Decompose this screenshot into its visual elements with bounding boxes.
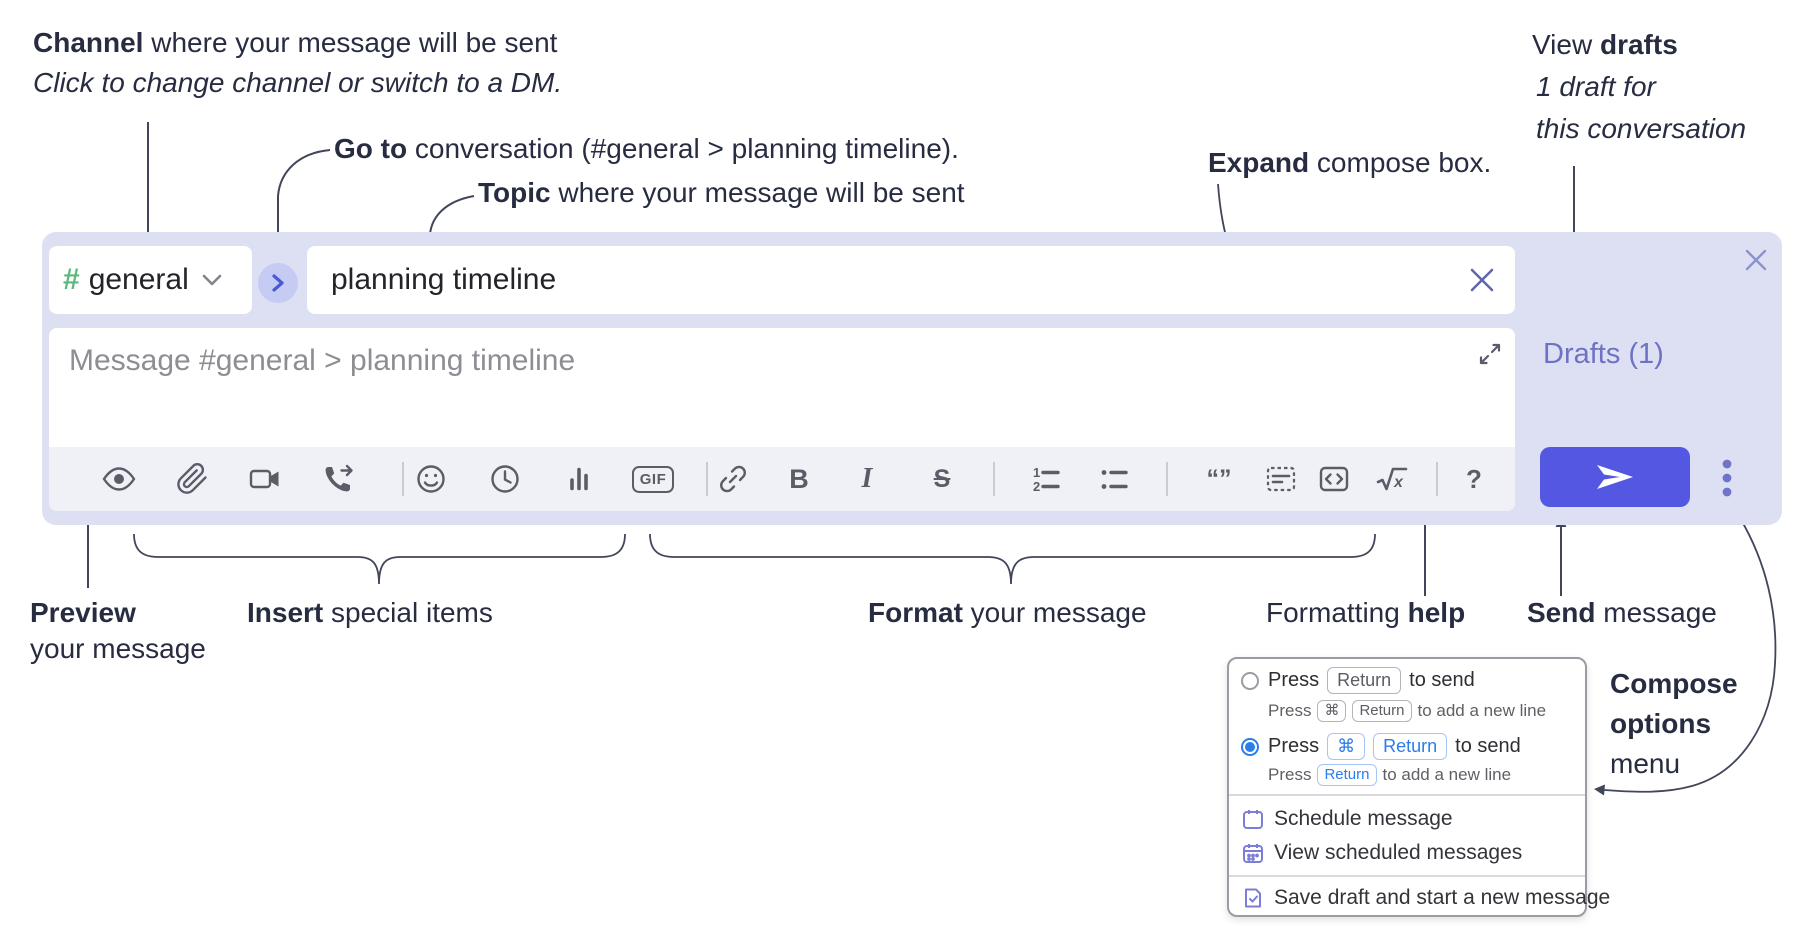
toolbar-divider (706, 462, 708, 496)
menu-item-schedule-message[interactable]: Schedule message (1274, 807, 1453, 830)
close-x-icon (1745, 249, 1767, 271)
annotation-channel: Channel where your message will be sent (33, 27, 558, 58)
gif-icon[interactable]: GIF (627, 461, 679, 497)
popup-divider (1229, 875, 1585, 877)
return-keycap: Return (1327, 667, 1402, 694)
topic-input[interactable]: planning timeline (307, 246, 1515, 314)
return-keycap: Return (1352, 700, 1412, 722)
poll-bar-chart-icon[interactable] (561, 461, 597, 497)
channel-selector[interactable]: # general (49, 246, 252, 314)
expand-compose-button[interactable] (1474, 338, 1506, 370)
compose-close-button[interactable] (1738, 242, 1774, 278)
phone-forward-icon[interactable] (320, 461, 356, 497)
annotation-topic: Topic where your message will be sent (478, 177, 965, 208)
return-keycap: Return (1317, 764, 1377, 786)
link-icon[interactable] (715, 461, 751, 497)
calendar-icon (1242, 808, 1264, 830)
chevron-right-icon (272, 274, 284, 292)
channel-hash-icon: # (63, 263, 80, 296)
annotation-view-drafts: View drafts (1532, 29, 1678, 60)
radio-return-to-send[interactable] (1241, 672, 1259, 690)
channel-name: general (88, 263, 189, 296)
preview-eye-icon[interactable] (101, 461, 137, 497)
emoji-icon[interactable] (413, 461, 449, 497)
message-box[interactable]: Message #general > planning timeline (49, 328, 1515, 511)
toolbar-divider (1436, 462, 1438, 496)
clear-x-icon (1470, 268, 1494, 292)
italic-icon[interactable]: I (861, 463, 873, 494)
svg-text:1: 1 (1033, 465, 1040, 480)
menu-item-view-scheduled[interactable]: View scheduled messages (1274, 841, 1523, 864)
topic-input-value: planning timeline (331, 263, 557, 296)
compose-options-kebab-button[interactable] (1715, 454, 1739, 502)
option-return-sub: Press ⌘ Return to add a new line (1268, 700, 1547, 722)
video-icon[interactable] (247, 461, 283, 497)
topic-clear-button[interactable] (1464, 262, 1500, 298)
snippet-icon[interactable] (1263, 461, 1299, 497)
goto-conversation-button[interactable] (258, 263, 298, 303)
drafts-link[interactable]: Drafts (1) (1543, 338, 1664, 370)
annotation-formatting-help: Formatting help (1266, 597, 1466, 628)
bulleted-list-icon[interactable] (1096, 461, 1132, 497)
calendar-list-icon (1242, 842, 1264, 864)
toolbar-divider (402, 462, 404, 496)
option-cmd-return-to-send[interactable]: Press ⌘ Return to send (1268, 733, 1521, 760)
math-latex-icon[interactable]: x (1374, 461, 1410, 497)
cmd-keycap: ⌘ (1317, 700, 1347, 722)
bold-icon[interactable]: B (789, 463, 809, 494)
svg-text:2: 2 (1033, 479, 1040, 494)
annotation-goto: Go to conversation (#general > planning … (334, 133, 959, 164)
annotation-expand: Expand compose box. (1208, 147, 1492, 178)
attach-paperclip-icon[interactable] (175, 461, 211, 497)
annotation-send: Send message (1527, 597, 1717, 628)
cmd-keycap: ⌘ (1327, 733, 1366, 760)
formatting-help-icon[interactable]: ? (1466, 463, 1482, 494)
annotation-view-drafts-sub2: this conversation (1536, 113, 1747, 144)
option-cmd-return-sub: Press Return to add a new line (1268, 764, 1512, 786)
option-return-to-send[interactable]: Press Return to send (1268, 667, 1475, 694)
toolbar-divider (1166, 462, 1168, 496)
chevron-down-icon (202, 274, 222, 286)
expand-icon (1479, 343, 1501, 365)
annotation-compose-options: Compose options menu (1610, 668, 1738, 779)
draft-document-icon (1242, 887, 1264, 909)
svg-text:x: x (1393, 474, 1404, 491)
annotation-preview-sub: your message (30, 633, 206, 664)
popup-divider (1229, 794, 1585, 796)
menu-item-save-draft[interactable]: Save draft and start a new message (1274, 886, 1611, 909)
message-placeholder: Message #general > planning timeline (69, 344, 576, 377)
radio-cmd-return-to-send[interactable] (1241, 738, 1259, 756)
compose-box: # general planning timeline Message #gen… (42, 232, 1782, 525)
return-keycap: Return (1373, 733, 1448, 760)
strikethrough-icon[interactable]: S (933, 464, 951, 493)
annotation-format: Format your message (868, 597, 1147, 628)
blockquote-icon[interactable]: “” (1206, 464, 1232, 493)
send-plane-icon (1597, 465, 1633, 489)
send-button[interactable] (1540, 447, 1690, 507)
code-block-icon[interactable] (1316, 461, 1352, 497)
annotation-channel-sub: Click to change channel or switch to a D… (33, 67, 563, 98)
clock-icon[interactable] (487, 461, 523, 497)
toolbar-divider (993, 462, 995, 496)
annotation-preview: Preview (30, 597, 136, 628)
annotation-view-drafts-sub1: 1 draft for (1536, 71, 1656, 102)
annotation-insert: Insert special items (247, 597, 493, 628)
compose-options-popup: Press Return to send Press ⌘ Return to a… (1227, 657, 1610, 917)
kebab-dots-icon (1722, 459, 1732, 497)
